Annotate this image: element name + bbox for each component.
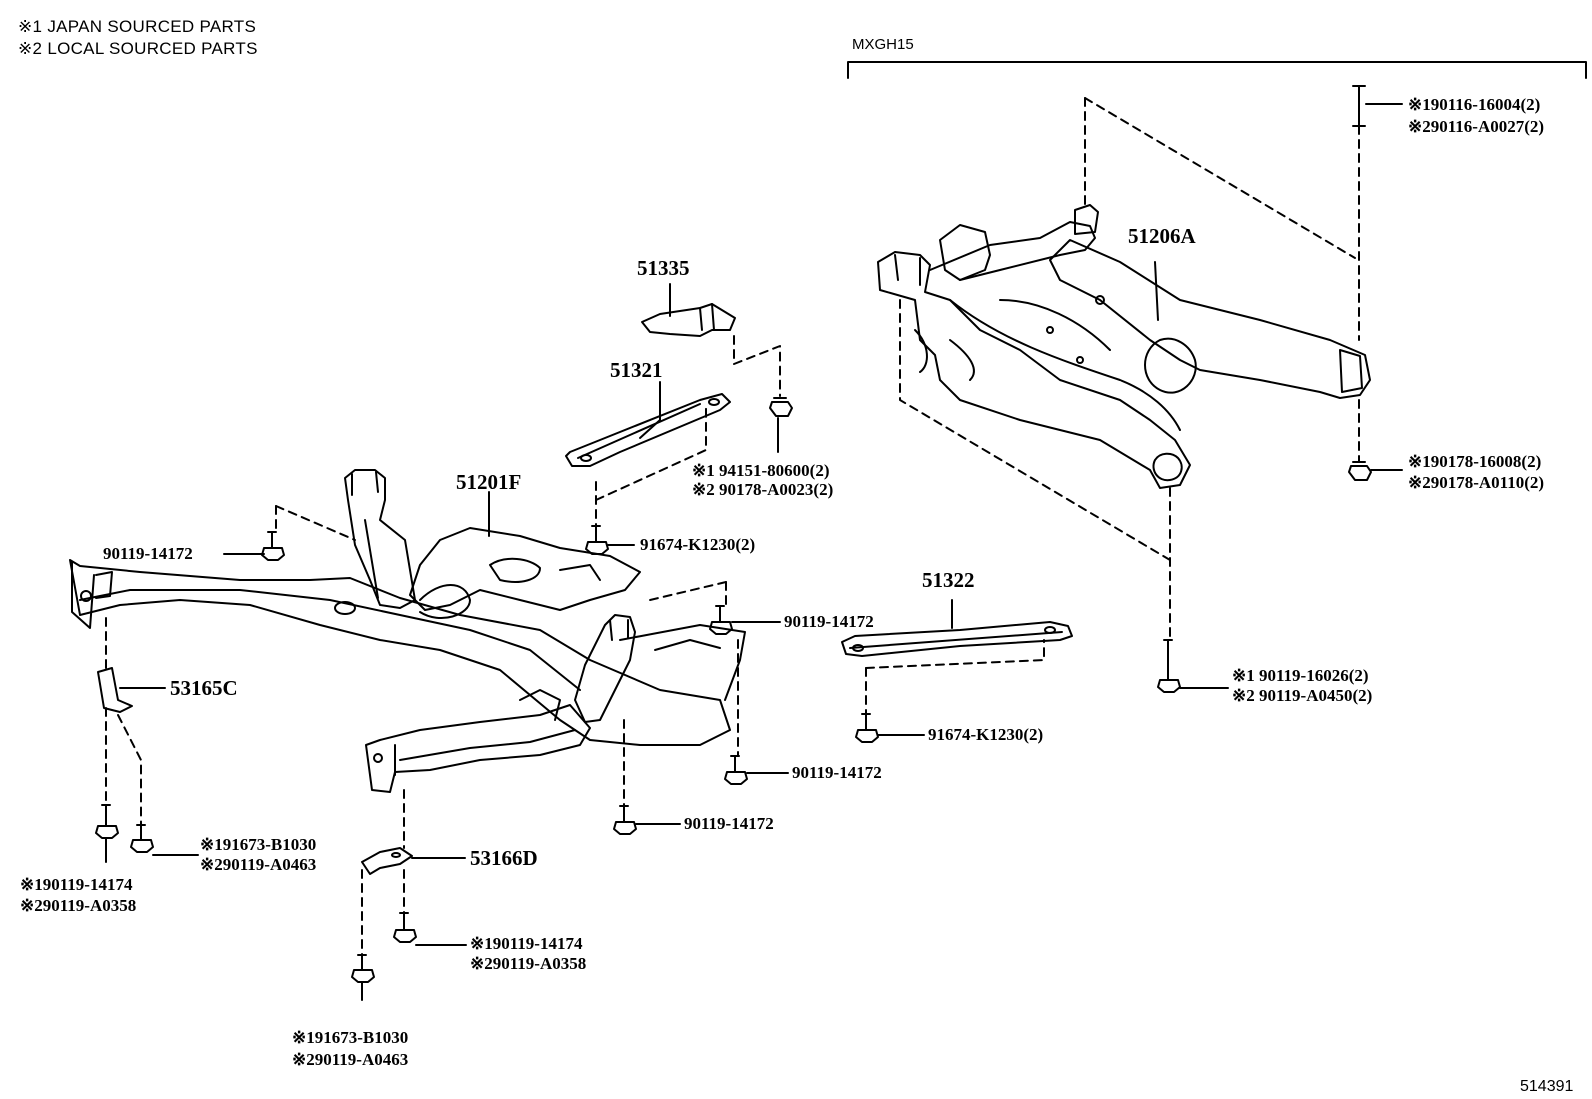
callout-90119-low: 90119-14172 [792,763,882,782]
note-japan-sourced: ※1 JAPAN SOURCED PARTS [18,17,257,36]
figure-number: 514391 [1520,1078,1574,1095]
callout-91674-top: 91674-K1230(2) [640,535,756,554]
callout-91673-local-left: ※290119-A0463 [200,855,317,874]
callout-91674-right: 91674-K1230(2) [928,725,1044,744]
callout-90119-mid: 90119-14172 [784,612,874,631]
callout-90178-japan: ※190178-16008(2) [1408,452,1542,471]
callout-90119-left: 90119-14172 [103,544,193,563]
part-51321: 51321 [610,358,663,382]
leader-lines [105,103,1403,1001]
part-51206A: 51206A [1128,224,1196,248]
callout-90116-local: ※290116-A0027(2) [1408,117,1545,136]
callout-16026-japan: ※1 90119-16026(2) [1232,666,1369,685]
callout-94151-japan: ※1 94151-80600(2) [692,461,830,480]
front-crossmember-drawing [69,469,746,793]
part-51335: 51335 [637,256,690,280]
rear-crossmember-drawing [877,204,1371,489]
callout-14174-local-center: ※290119-A0358 [470,954,587,973]
callout-90116-japan: ※190116-16004(2) [1408,95,1541,114]
part-53166D: 53166D [470,846,538,870]
callout-91673-local-bottom: ※290119-A0463 [292,1050,409,1069]
brace-51322-drawing [841,621,1073,657]
callout-90178-local: ※290178-A0110(2) [1408,473,1545,492]
callout-14174-local-left: ※290119-A0358 [20,896,137,915]
bracket-51335-drawing [641,303,736,337]
callout-91673-japan-left: ※191673-B1030 [200,835,317,854]
dashed-assembly-lines [105,97,1360,956]
callout-94151-local: ※2 90178-A0023(2) [692,480,834,499]
callout-14174-japan-left: ※190119-14174 [20,875,133,894]
callout-90119-bottom: 90119-14172 [684,814,774,833]
callout-14174-japan-center: ※190119-14174 [470,934,583,953]
note-local-sourced: ※2 LOCAL SOURCED PARTS [18,39,258,58]
callout-16026-local: ※2 90119-A0450(2) [1232,686,1373,705]
callout-91673-japan-bottom: ※191673-B1030 [292,1028,409,1047]
group-label: MXGH15 [852,36,914,53]
part-51201F: 51201F [456,470,522,494]
brace-51321-drawing [565,393,731,467]
part-51322: 51322 [922,568,975,592]
group-bracket [847,61,1587,79]
part-53165C: 53165C [170,676,238,700]
